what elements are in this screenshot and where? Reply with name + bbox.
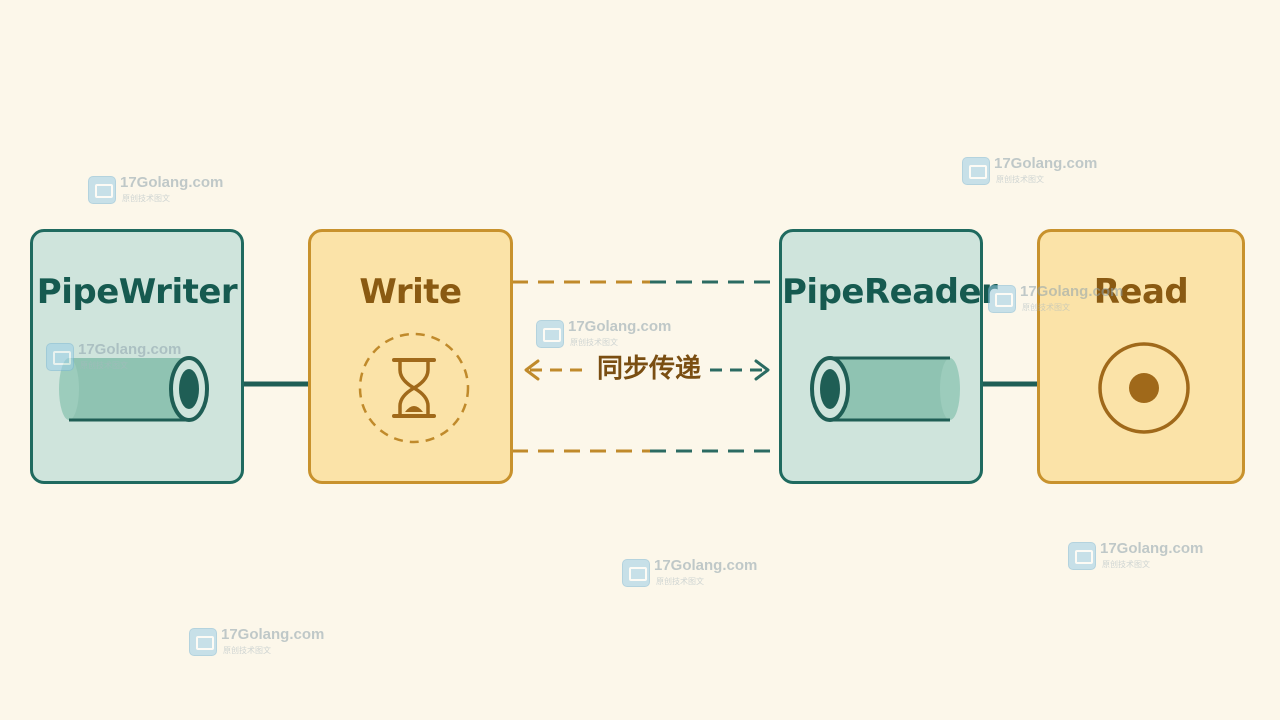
site-logo-icon [988,285,1016,313]
watermark-site: 17Golang.com [568,318,672,335]
watermark-site: 17Golang.com [1100,540,1204,557]
site-logo-icon [46,343,74,371]
watermark-site: 17Golang.com [78,341,182,358]
sync-transfer-label: 同步传递 [596,354,701,384]
watermark-site: 17Golang.com [1020,283,1124,300]
site-logo-icon [962,157,990,185]
watermark-site: 17Golang.com [654,557,758,574]
watermark-tagline: 原创技术图文 [1102,560,1150,569]
pipe-icon [59,356,209,422]
sync-arrow-left [524,359,588,381]
watermark-tagline: 原创技术图文 [122,194,170,203]
record-icon [1098,342,1190,434]
watermark-tagline: 原创技术图文 [656,577,704,586]
watermark: 17Golang.com 原创技术图文 [536,318,726,352]
sync-arrow-right [710,359,770,381]
write-title: Write [359,272,462,312]
read-title: Read [1093,272,1189,312]
pipe-icon [810,356,960,422]
pipe-reader-title: PipeReader [782,272,998,312]
watermark: 17Golang.com 原创技术图文 [1068,540,1258,574]
watermark-tagline: 原创技术图文 [570,338,618,347]
watermark-tagline: 原创技术图文 [80,361,128,370]
site-logo-icon [1068,542,1096,570]
read-node: Read [1037,229,1245,484]
watermark-site: 17Golang.com [120,174,224,191]
hourglass-icon [358,332,470,444]
site-logo-icon [622,559,650,587]
watermark: 17Golang.com 原创技术图文 [962,155,1152,189]
site-logo-icon [536,320,564,348]
site-logo-icon [189,628,217,656]
watermark: 17Golang.com 原创技术图文 [622,557,812,591]
watermark-tagline: 原创技术图文 [223,646,271,655]
pipe-writer-title: PipeWriter [36,272,238,312]
watermark: 17Golang.com 原创技术图文 [46,341,236,375]
watermark: 17Golang.com 原创技术图文 [988,283,1178,317]
site-logo-icon [88,176,116,204]
watermark-tagline: 原创技术图文 [1022,303,1070,312]
watermark: 17Golang.com 原创技术图文 [88,174,278,208]
watermark-tagline: 原创技术图文 [996,175,1044,184]
write-node: Write [308,229,513,484]
pipe-reader-node: PipeReader [779,229,998,484]
watermark: 17Golang.com 原创技术图文 [189,626,379,660]
watermark-site: 17Golang.com [221,626,325,643]
watermark-site: 17Golang.com [994,155,1098,172]
